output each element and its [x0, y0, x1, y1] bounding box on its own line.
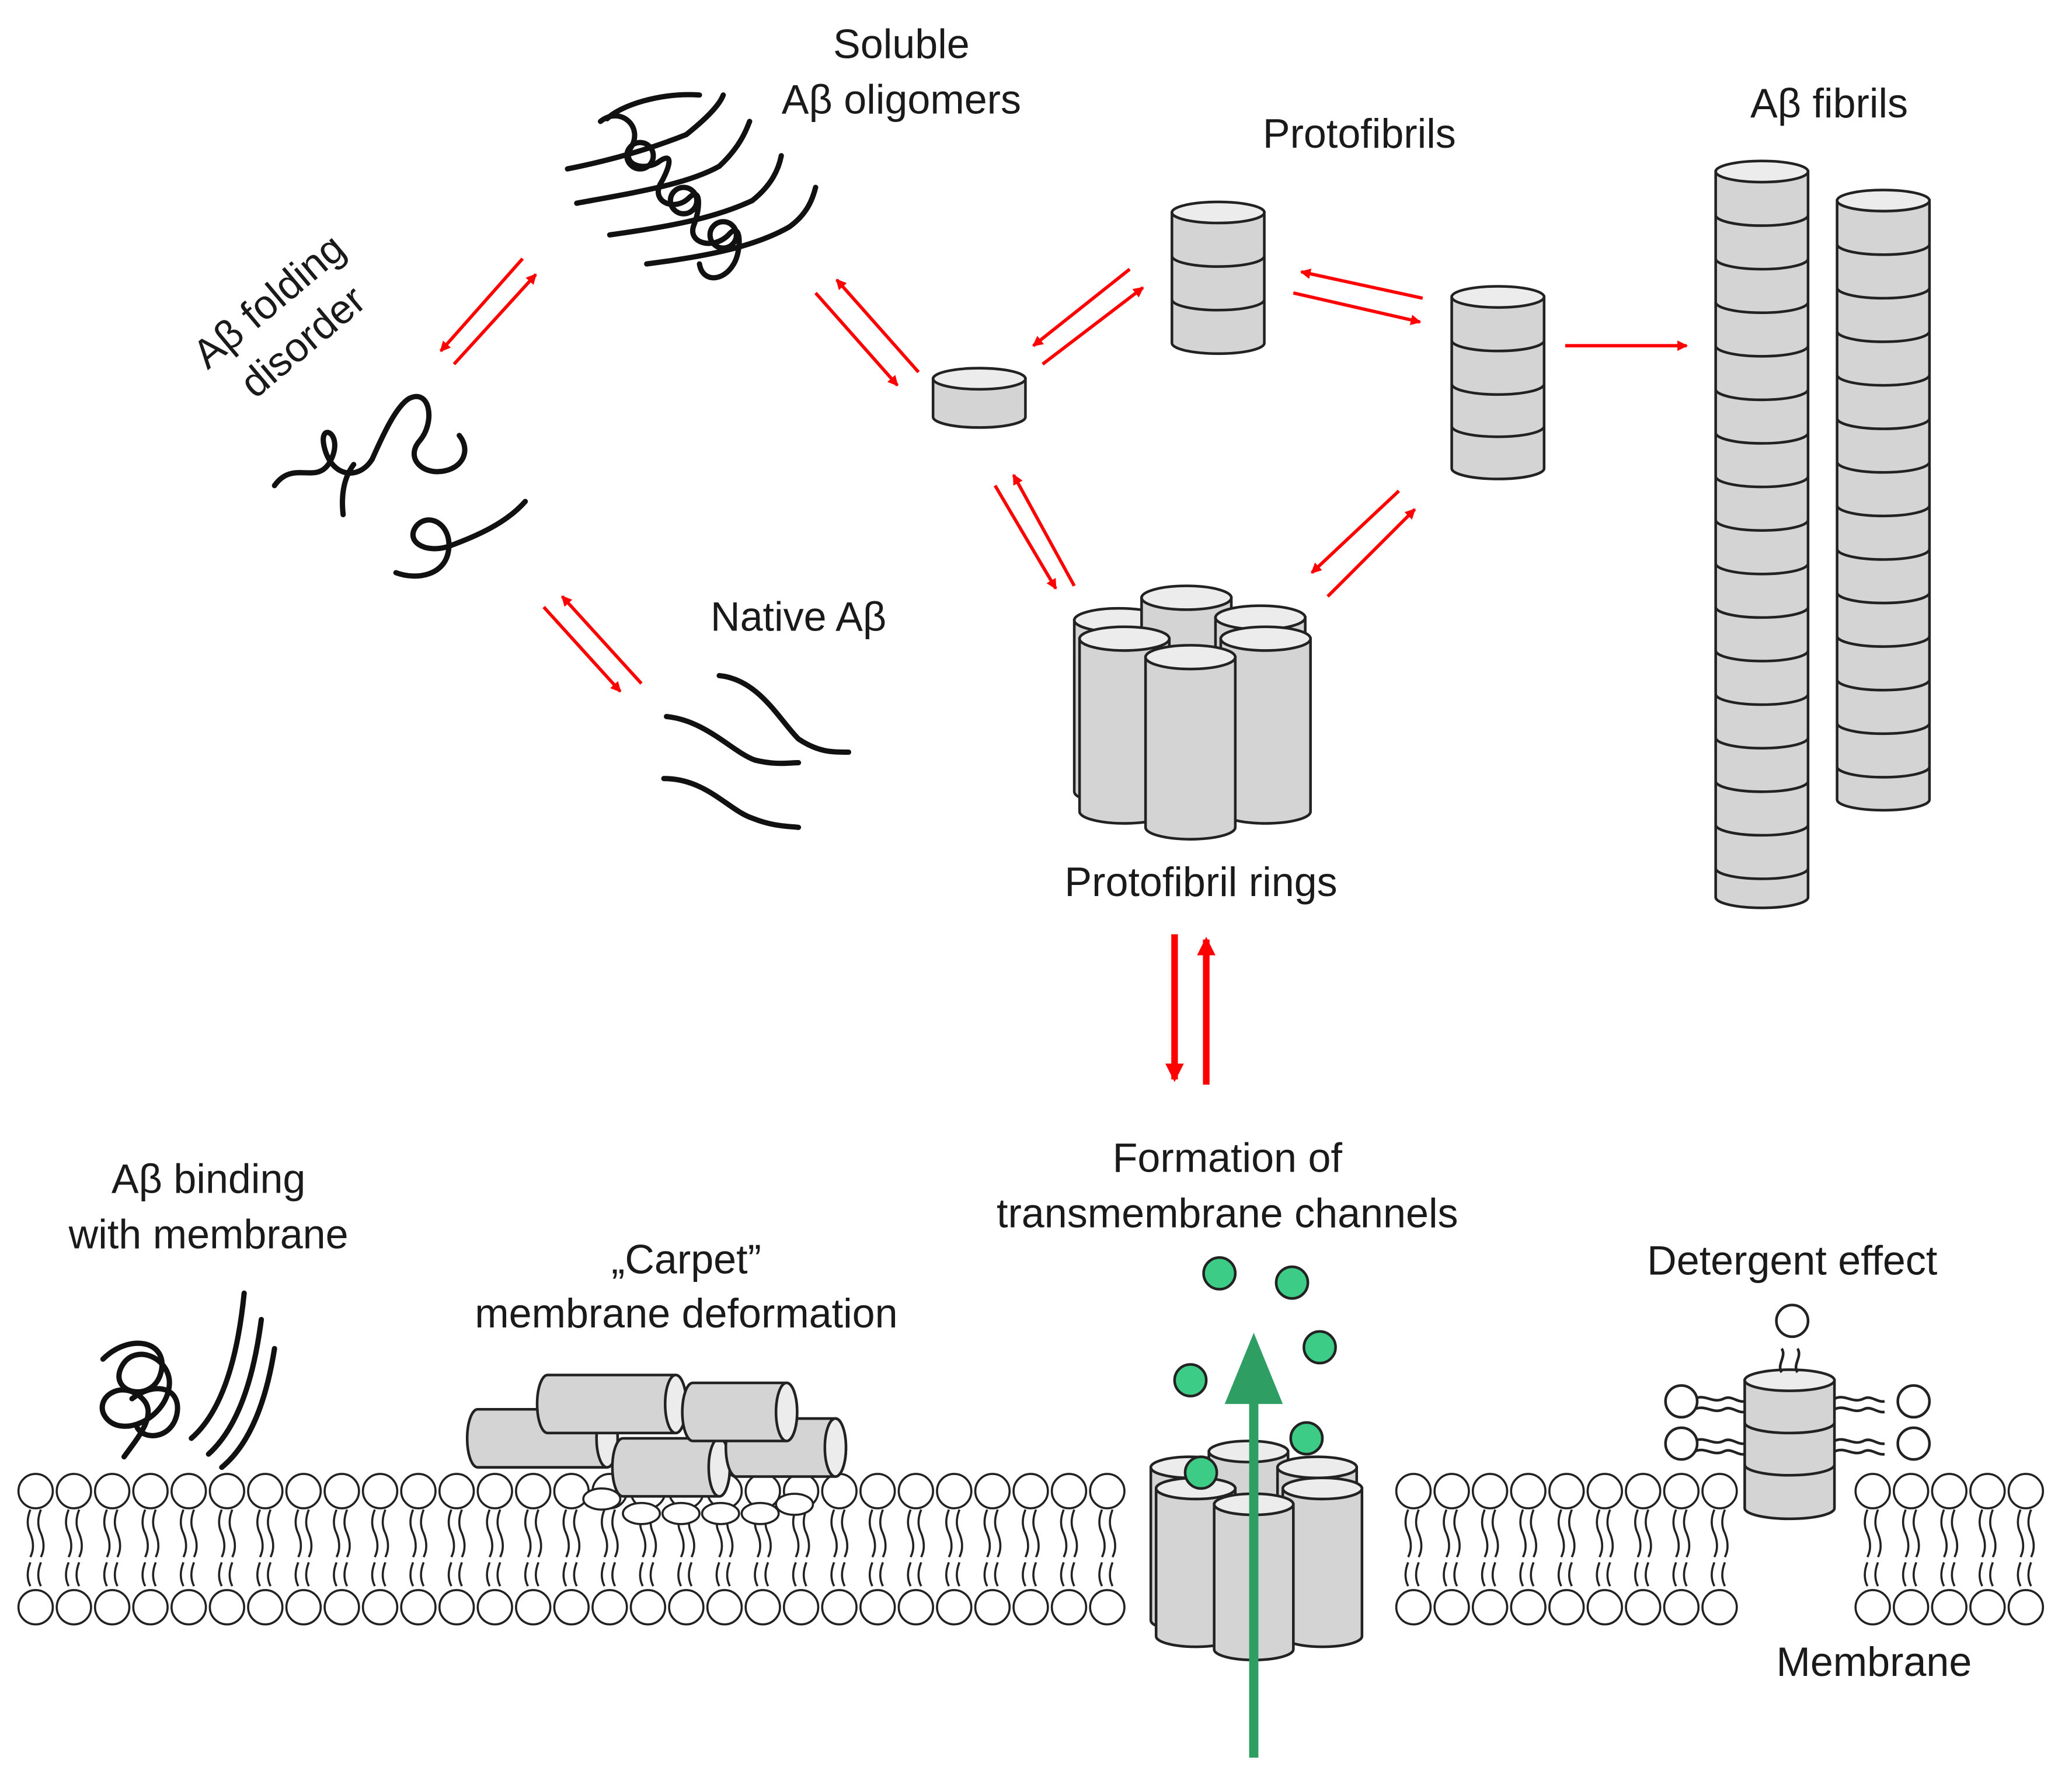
ion — [1173, 1363, 1208, 1397]
disordered-strands — [271, 394, 528, 579]
transmembrane-channel — [1149, 1440, 1364, 1661]
ion — [1183, 1455, 1218, 1490]
fibril — [1714, 159, 1810, 909]
fibrils — [1714, 159, 1931, 909]
soluble-oligomer-strands — [565, 92, 819, 281]
label-carpet-line1: „Carpet” — [611, 1236, 761, 1282]
protofibril-stack-3-discs — [1171, 200, 1266, 355]
label-binding-line2: with membrane — [68, 1211, 349, 1257]
lipid-bilayer — [17, 1473, 2045, 1626]
ion — [1274, 1265, 1310, 1300]
detaching-lipids — [1664, 1303, 1931, 1461]
label-soluble-line2: Aβ oligomers — [782, 76, 1021, 122]
label-rings: Protofibril rings — [1064, 859, 1337, 905]
ion-flux-arrow — [1224, 1333, 1283, 1758]
label-fibrils: Aβ fibrils — [1750, 81, 1908, 126]
label-protofibrils: Protofibrils — [1263, 111, 1456, 156]
ion — [1303, 1330, 1337, 1365]
ion — [1289, 1421, 1324, 1456]
protofibril-ring — [1072, 584, 1312, 841]
membrane-bound-strands — [99, 1290, 277, 1470]
label-detergent: Detergent effect — [1647, 1238, 1937, 1284]
protofibril-stack-4-discs — [1450, 285, 1546, 480]
ion — [1202, 1256, 1237, 1291]
fibril — [1836, 189, 1931, 812]
label-binding-line1: Aβ binding — [112, 1156, 305, 1202]
label-native: Native Aβ — [711, 594, 886, 640]
label-channels-line2: transmembrane channels — [997, 1190, 1458, 1236]
ions — [1173, 1256, 1337, 1490]
rings-to-membrane-arrows — [1165, 934, 1216, 1085]
disc-monomer — [931, 367, 1027, 429]
label-carpet-line2: membrane deformation — [475, 1291, 897, 1336]
native-strands — [661, 672, 852, 830]
equilibrium-arrows — [439, 257, 1688, 693]
label-membrane: Membrane — [1776, 1639, 1972, 1685]
label-soluble-line1: Soluble — [833, 21, 970, 67]
carpet-cylinders — [465, 1374, 848, 1498]
detergent-micelle — [1743, 1368, 1836, 1521]
label-channels-line1: Formation of — [1113, 1135, 1343, 1180]
